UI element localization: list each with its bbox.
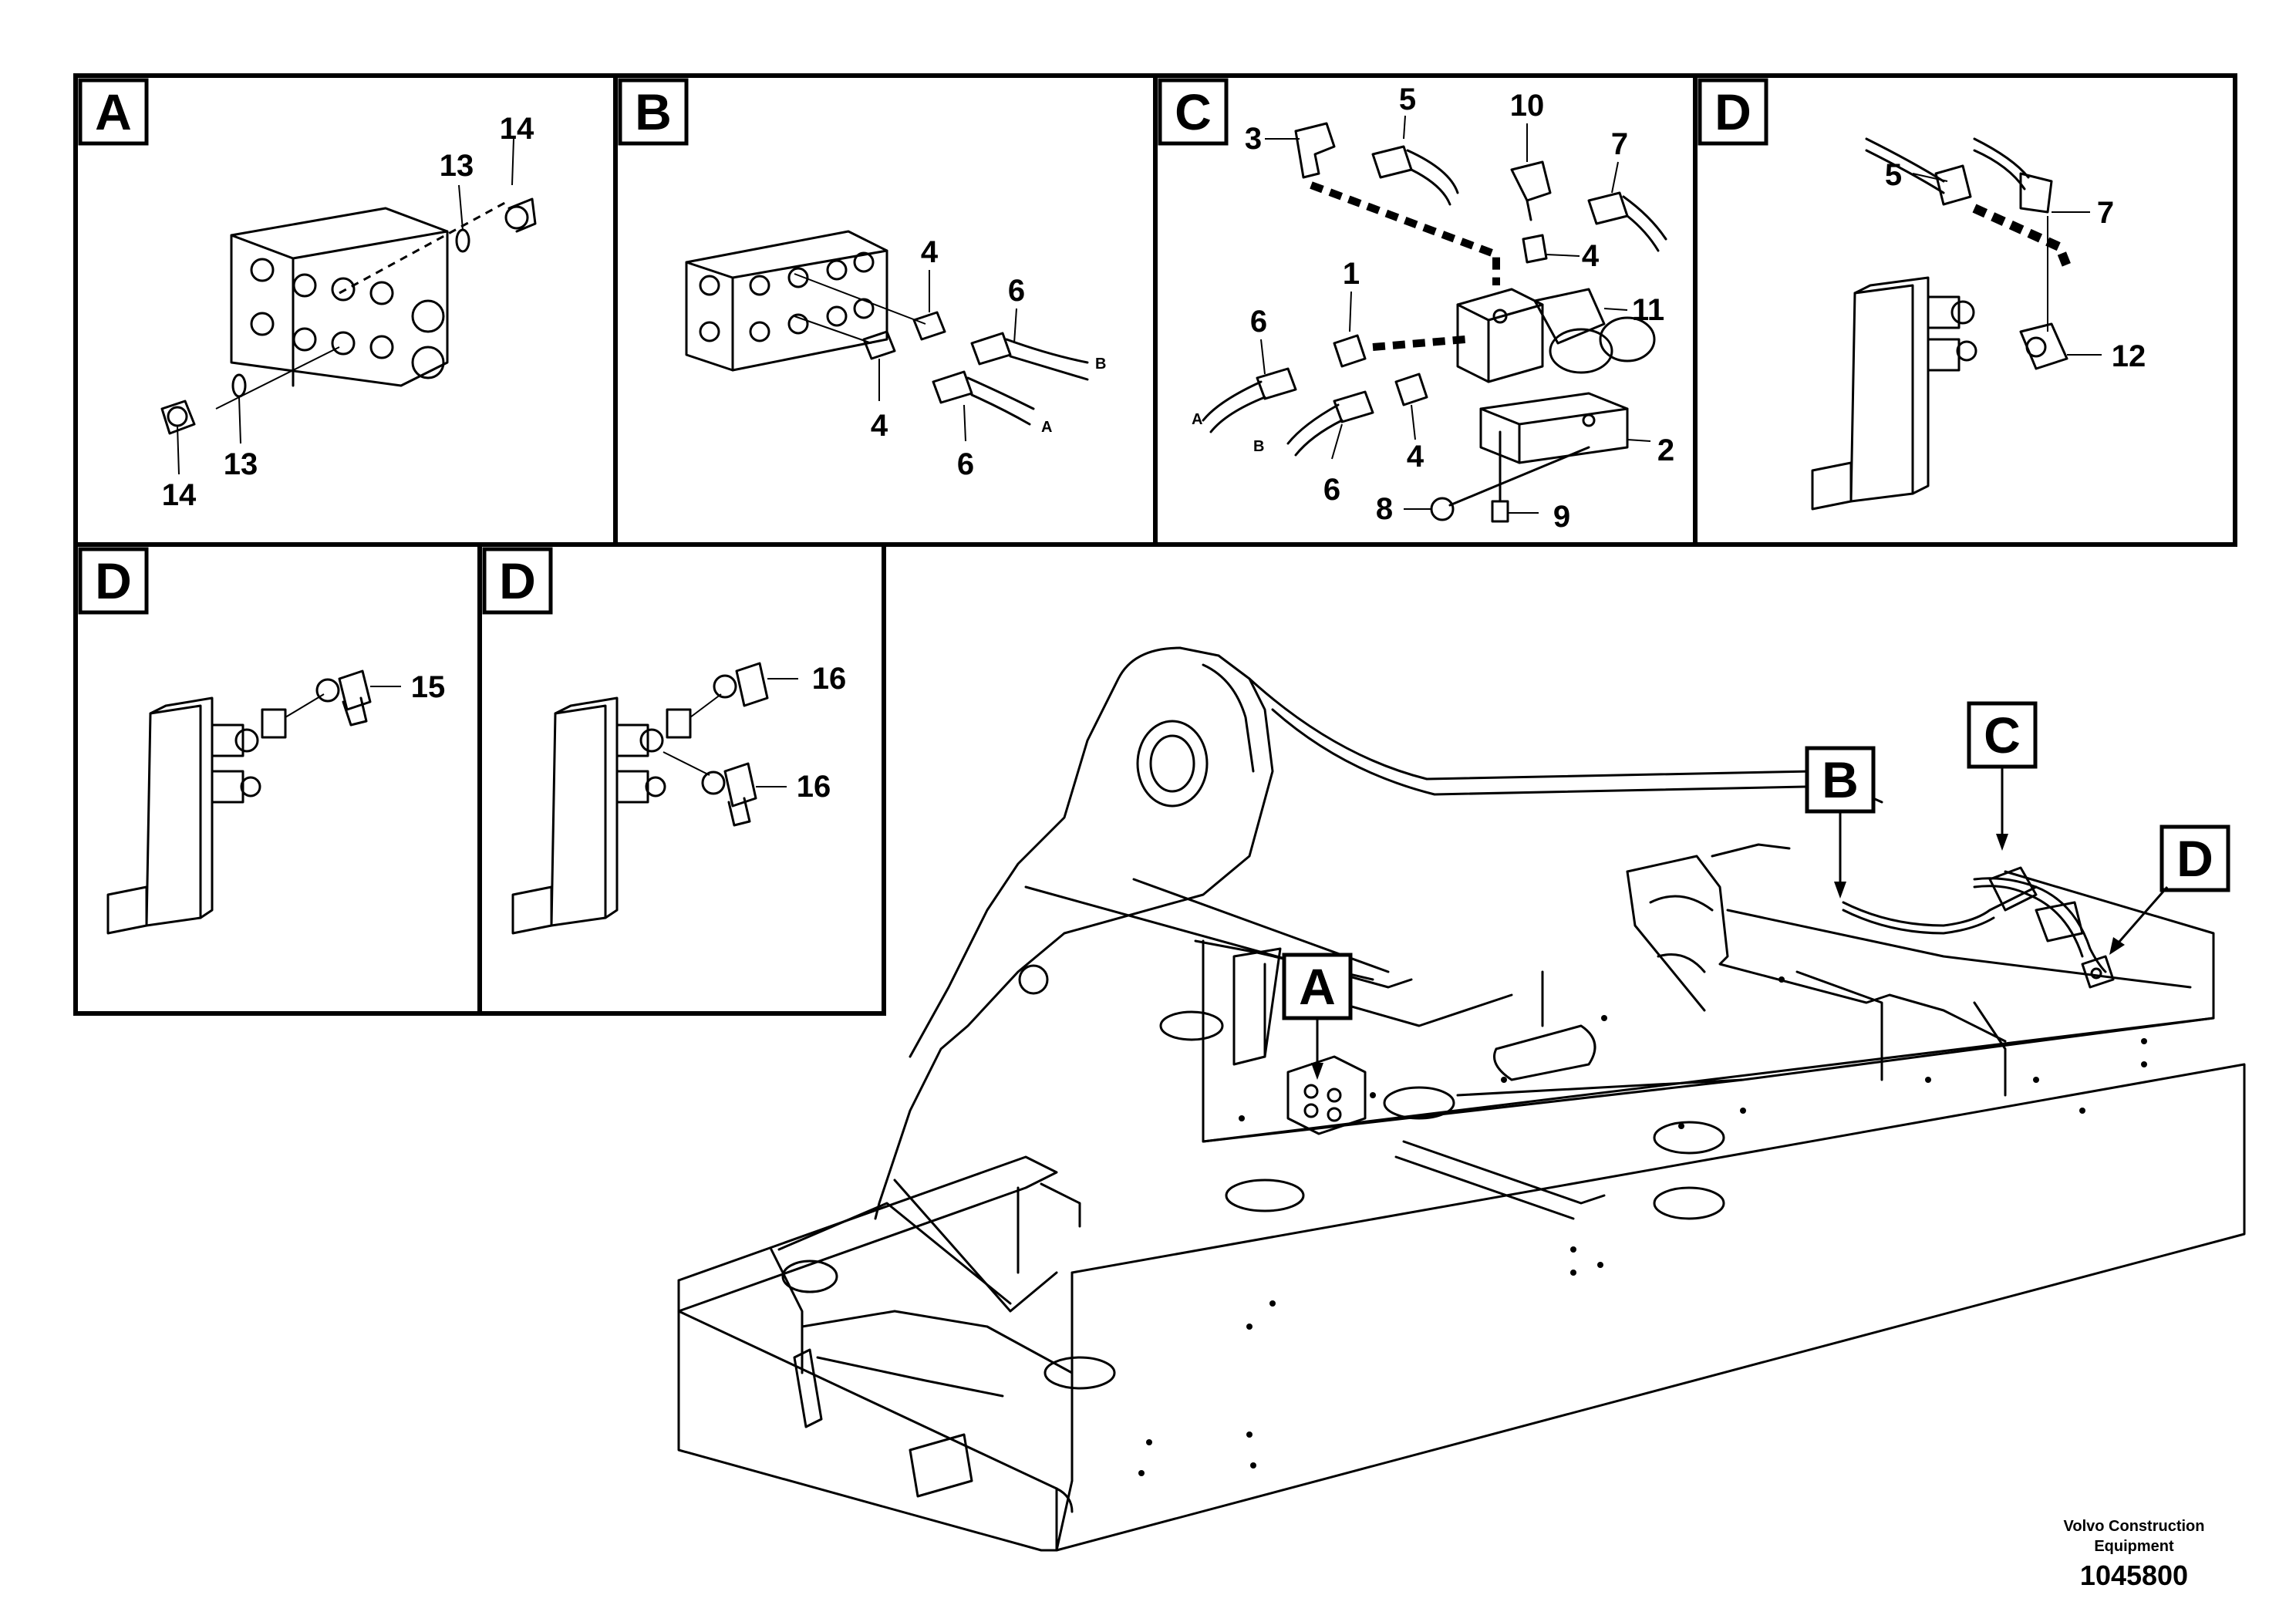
callout-c-6-lower: 6 xyxy=(1323,473,1340,507)
mounting-bracket-d1 xyxy=(1811,276,1977,511)
callout-b-6-lower: 6 xyxy=(957,447,974,481)
panel-letter-D3: D xyxy=(482,547,553,615)
adapter-1 xyxy=(1333,334,1367,368)
hose-end-b: B xyxy=(1095,356,1106,373)
hose-end-c-b: B xyxy=(1253,438,1264,455)
hose-5-d1 xyxy=(1865,137,1972,206)
credit-line-2: Equipment xyxy=(2094,1538,2174,1555)
callout-c-4-top: 4 xyxy=(1582,239,1600,273)
panel-letter-C: C xyxy=(1158,78,1229,146)
plug-14-top xyxy=(504,197,537,233)
callout-b-4-lower: 4 xyxy=(871,409,888,443)
svg-text:C: C xyxy=(1175,83,1212,140)
hose-end-c-a: A xyxy=(1192,411,1202,428)
panel-c-drawing: 3 5 10 7 4 1 11 6 4 6 2 8 9 A B xyxy=(1192,83,1674,534)
solenoid-valve-body xyxy=(1456,288,1656,383)
tee-fitting-15 xyxy=(315,669,372,727)
callout-d1-5: 5 xyxy=(1885,158,1902,192)
tee-fitting-16-lower xyxy=(701,762,757,827)
hose-6-c-lower xyxy=(1286,390,1374,457)
svg-text:D: D xyxy=(95,552,132,609)
panel-d3-drawing: 16 16 xyxy=(511,662,847,935)
adapter-4-top xyxy=(1522,234,1548,264)
callout-d1-12: 12 xyxy=(2112,339,2146,373)
tee-fitting-16-upper xyxy=(713,662,769,707)
callout-c-9: 9 xyxy=(1553,500,1570,534)
svg-text:D: D xyxy=(2176,830,2213,887)
machine-frame-drawing xyxy=(677,646,2246,1552)
callout-a-13-bottom: 13 xyxy=(224,447,258,481)
bracket-2 xyxy=(1479,392,1629,464)
callout-c-11: 11 xyxy=(1632,293,1664,327)
callout-c-7: 7 xyxy=(1611,127,1628,161)
callout-c-2: 2 xyxy=(1657,433,1674,467)
hose-6-c-upper xyxy=(1202,367,1297,433)
callout-c-3: 3 xyxy=(1245,122,1262,156)
main-callout-B: B xyxy=(1805,746,1876,899)
panel-letter-A: A xyxy=(78,78,149,146)
panel-letter-D1: D xyxy=(1698,78,1768,146)
callout-a-13-top: 13 xyxy=(440,149,474,183)
callout-d3-16-lower: 16 xyxy=(797,770,831,804)
svg-text:D: D xyxy=(1714,83,1752,140)
panel-d2-drawing: 15 xyxy=(106,669,446,935)
hose-5 xyxy=(1371,145,1459,206)
adapter-4-lower xyxy=(862,330,896,360)
main-callout-D: D xyxy=(2109,824,2230,955)
svg-text:B: B xyxy=(1822,751,1859,808)
svg-text:A: A xyxy=(1299,958,1336,1015)
panel-b-drawing: 4 6 4 6 B A xyxy=(685,230,1106,481)
adapter-4-c-lower xyxy=(1394,373,1428,406)
frame-bolt-holes xyxy=(1138,976,2147,1476)
callout-a-14-bottom: 14 xyxy=(162,478,197,512)
hose-7 xyxy=(1587,191,1667,252)
o-ring-13-bottom xyxy=(231,373,247,398)
hose-6-lower xyxy=(932,370,1035,426)
elbow-3 xyxy=(1294,122,1336,179)
svg-text:B: B xyxy=(635,83,672,140)
hose-7-d1 xyxy=(1973,137,2053,214)
callout-a-14-top: 14 xyxy=(500,112,534,146)
callout-c-8: 8 xyxy=(1376,492,1393,526)
bolt-9 xyxy=(1491,430,1509,523)
hose-6-upper xyxy=(970,332,1089,381)
o-ring-13-top xyxy=(455,228,470,253)
credit-line-1: Volvo Construction xyxy=(2063,1518,2205,1535)
valve-block-a xyxy=(230,207,449,387)
callout-c-10: 10 xyxy=(1510,89,1545,123)
svg-text:D: D xyxy=(499,552,536,609)
main-callout-C: C xyxy=(1967,701,2038,851)
drawing-number: 1045800 xyxy=(2079,1560,2189,1591)
panel-letter-B: B xyxy=(618,78,689,146)
callout-c-6-upper: 6 xyxy=(1250,305,1267,339)
elbow-10 xyxy=(1510,160,1552,221)
callout-c-5: 5 xyxy=(1399,83,1416,116)
main-callout-A: A xyxy=(1282,953,1353,1080)
callout-b-4-upper: 4 xyxy=(921,235,939,269)
callout-b-6-upper: 6 xyxy=(1008,274,1025,308)
hose-end-a: A xyxy=(1041,419,1052,436)
callout-c-4-lower: 4 xyxy=(1407,440,1424,474)
panel-d1-drawing: 5 7 12 xyxy=(1811,137,2146,511)
callout-d2-15: 15 xyxy=(411,670,446,704)
panel-a-drawing: 14 13 13 14 xyxy=(160,112,537,512)
svg-text:A: A xyxy=(95,83,132,140)
mounting-bracket-d2 xyxy=(106,696,287,935)
callout-d1-7: 7 xyxy=(2097,196,2114,230)
mounting-bracket-d3 xyxy=(511,696,692,935)
callout-d3-16-upper: 16 xyxy=(812,662,847,696)
valve-block-b xyxy=(685,230,888,372)
adapter-4-upper xyxy=(912,311,946,341)
svg-text:C: C xyxy=(1984,706,2021,764)
callout-c-1: 1 xyxy=(1343,257,1360,291)
panel-letter-D2: D xyxy=(78,547,149,615)
elbow-12-d1 xyxy=(2019,322,2068,370)
panel-frames xyxy=(73,73,2237,1016)
